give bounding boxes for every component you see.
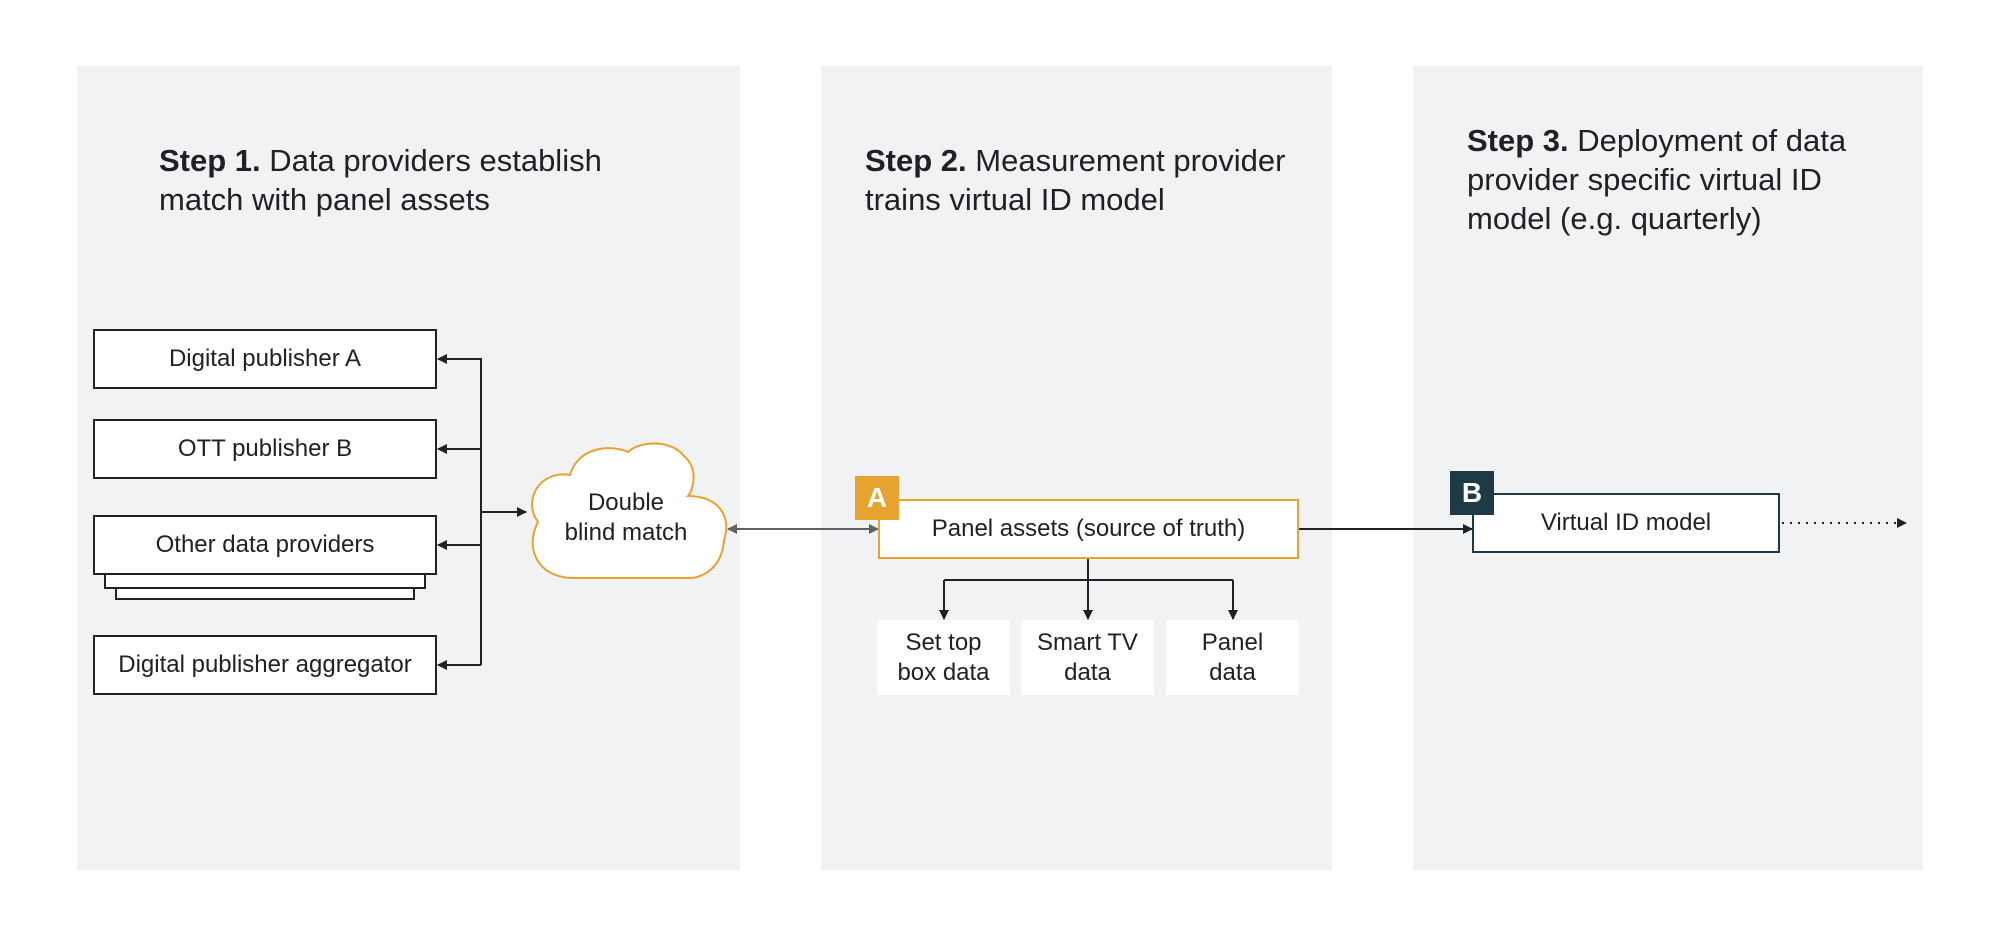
- step-1-label: Step 1.: [159, 143, 261, 178]
- virtual-id-model-label: Virtual ID model: [1540, 509, 1712, 536]
- panel-assets-badge: A: [855, 476, 899, 520]
- step-2-panel: [821, 66, 1332, 870]
- virtual-model-badge: B: [1450, 471, 1494, 515]
- step-3-title: Step 3. Deployment of data provider spec…: [1467, 121, 1887, 238]
- cloud-line-2: blind match: [564, 519, 688, 546]
- step-3-text: Deployment of data provider specific vir…: [1467, 123, 1847, 236]
- provider-box-digital-publisher-aggregator: Digital publisher aggregator: [93, 635, 437, 695]
- source-line-1: Set top: [905, 628, 982, 656]
- double-blind-match-label: Double blind match: [540, 488, 712, 548]
- step-1-title: Step 1. Data providers establish match w…: [159, 141, 679, 219]
- provider-label: OTT publisher B: [177, 435, 353, 462]
- step-2-text: Measurement provider trains virtual ID m…: [865, 143, 1286, 217]
- source-line-2: data: [1209, 658, 1256, 686]
- source-line-2: data: [1064, 658, 1111, 686]
- badge-letter-a: A: [866, 482, 888, 513]
- provider-box-ott-publisher-b: OTT publisher B: [93, 419, 437, 479]
- badge-letter-b: B: [1461, 477, 1483, 508]
- virtual-id-model-box: Virtual ID model: [1472, 493, 1780, 553]
- step-2-label: Step 2.: [865, 143, 967, 178]
- source-line-1: Smart TV: [1037, 628, 1138, 656]
- provider-label: Digital publisher aggregator: [118, 651, 412, 678]
- provider-label: Other data providers: [155, 531, 375, 558]
- provider-box-digital-publisher-a: Digital publisher A: [93, 329, 437, 389]
- panel-assets-label: Panel assets (source of truth): [931, 515, 1246, 542]
- step-3-label: Step 3.: [1467, 123, 1569, 158]
- cloud-shape: [531, 442, 728, 579]
- step-3-panel: [1413, 66, 1923, 870]
- provider-label: Digital publisher A: [168, 345, 362, 372]
- provider-box-other-data-providers: Other data providers: [93, 515, 437, 575]
- step-2-title: Step 2. Measurement provider trains virt…: [865, 141, 1315, 219]
- step-1-text: Data providers establish match with pane…: [159, 143, 602, 217]
- source-line-1: Panel: [1201, 628, 1264, 656]
- source-line-2: box data: [897, 658, 990, 686]
- cloud-line-1: Double: [587, 489, 665, 516]
- panel-assets-box: Panel assets (source of truth): [878, 499, 1299, 559]
